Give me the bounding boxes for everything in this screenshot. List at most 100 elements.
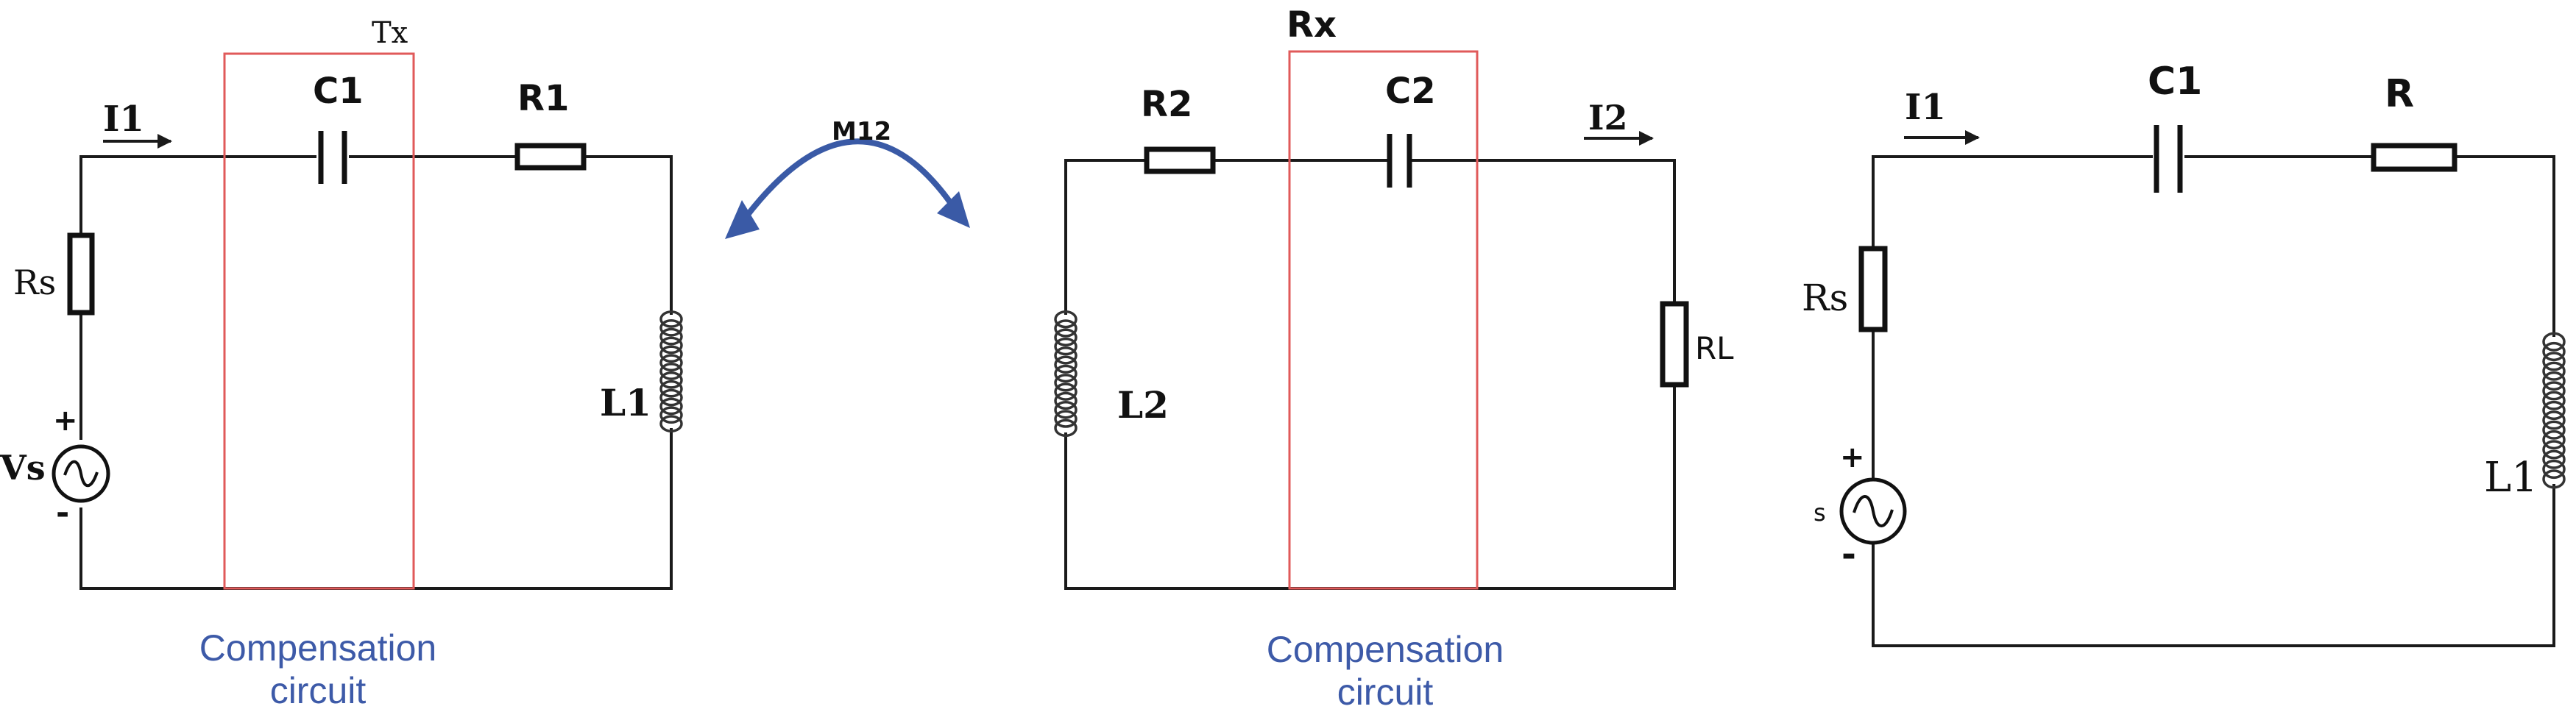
- coil-loop: [2542, 400, 2566, 421]
- coil-loop: [1054, 410, 1078, 428]
- label-rl: RL: [1695, 330, 1734, 366]
- transmitter-circuit: Tx I1 C1 R1 Rs L1 Vs + - Compensation ci…: [0, 16, 683, 711]
- compensation-box-rx: [1288, 50, 1479, 590]
- equivalent-circuit: I1 C1 R Rs L1 s + -: [1802, 60, 2566, 647]
- rx-top-wire-right: [1412, 159, 1676, 304]
- coil-loop: [2542, 430, 2566, 450]
- label-i1-eq: I1: [1905, 87, 1946, 128]
- label-vs: Vs: [0, 448, 46, 488]
- label-l1-eq: L1: [2484, 454, 2538, 502]
- coil-loop: [2542, 341, 2566, 362]
- coil-loop: [659, 336, 683, 355]
- coupling-arrowhead-left: [725, 200, 760, 239]
- label-c2: C2: [1385, 71, 1436, 112]
- resistor-r: [2371, 143, 2458, 172]
- coil-loop: [659, 345, 683, 363]
- coil-loop: [2542, 391, 2566, 410]
- compensation-box-tx: [223, 52, 415, 590]
- coil-loop: [1054, 401, 1078, 419]
- coil-loop: [659, 388, 683, 407]
- coil-loop: [2542, 332, 2566, 352]
- coupling-arc: [737, 138, 958, 227]
- label-s-eq: s: [1814, 499, 1826, 527]
- inductor-l1: [659, 310, 683, 432]
- coil-loop: [1054, 346, 1078, 365]
- coil-loop: [1054, 310, 1078, 329]
- resistor-r1: [514, 143, 587, 171]
- coil-loop: [1054, 391, 1078, 410]
- voltage-source: [52, 444, 110, 503]
- voltage-source-eq: [1839, 477, 1907, 545]
- coil-loop: [1054, 355, 1078, 374]
- label-m12: M12: [832, 117, 891, 146]
- coil-loop: [659, 318, 683, 337]
- tx-top-wire-right: [584, 155, 673, 315]
- coil-loop: [2542, 440, 2566, 460]
- coil-loop: [1054, 328, 1078, 346]
- coil-loop: [659, 327, 683, 346]
- compensation-label-line2: circuit: [270, 670, 367, 711]
- coil-loop: [2542, 371, 2566, 391]
- c3-left-top-wire: [1872, 155, 2153, 249]
- label-i2: I2: [1588, 98, 1628, 138]
- coupling-arrowhead-right: [937, 191, 970, 228]
- label-plus-1: +: [53, 404, 78, 438]
- coil-loop: [659, 310, 683, 328]
- compensation-label-line2-rx: circuit: [1337, 672, 1434, 713]
- label-minus-1: -: [56, 494, 69, 532]
- capacitor-c1: [318, 131, 347, 184]
- coil-loop: [2542, 469, 2566, 489]
- coil-loop: [659, 397, 683, 416]
- coil-loop: [659, 363, 683, 380]
- c3-bottom-wire: [1872, 484, 2555, 647]
- label-c1: C1: [313, 71, 364, 112]
- label-rx: Rx: [1287, 4, 1337, 46]
- coil-loop: [1054, 382, 1078, 401]
- inductor-l2: [1054, 310, 1078, 438]
- coil-loop: [659, 415, 683, 432]
- tx-top-wire-left: [79, 155, 316, 235]
- label-r-eq: R: [2385, 72, 2414, 116]
- label-rs-eq: Rs: [1802, 277, 1848, 319]
- coil-loop: [1054, 374, 1078, 392]
- label-r2: R2: [1141, 84, 1192, 125]
- resistor-rl: [1660, 301, 1689, 388]
- coil-loop: [659, 354, 683, 371]
- compensation-label-line1: Compensation: [199, 627, 436, 669]
- coil-loop: [2542, 459, 2566, 480]
- coil-loop: [2542, 361, 2566, 381]
- rx-left-top-wire: [1064, 159, 1147, 315]
- capacitor-c1-eq: [2154, 125, 2183, 193]
- coil-loop: [1054, 337, 1078, 356]
- label-rs: Rs: [13, 263, 56, 302]
- coil-loop: [659, 371, 683, 389]
- label-plus-3: +: [1840, 441, 1865, 474]
- c3-top-wire-right: [2455, 155, 2555, 337]
- label-l1: L1: [600, 381, 651, 424]
- label-minus-3: -: [1841, 534, 1856, 575]
- label-l2: L2: [1117, 383, 1169, 427]
- label-tx: Tx: [372, 16, 408, 50]
- coil-loop: [2542, 381, 2566, 401]
- label-i1: I1: [103, 99, 144, 140]
- compensation-label-line1-rx: Compensation: [1267, 629, 1504, 670]
- label-c1-eq: C1: [2148, 60, 2202, 104]
- receiver-circuit: Rx R2 C2 I2 RL L2 Compensation circuit: [1054, 4, 1734, 713]
- coil-loop: [1054, 319, 1078, 338]
- resistor-rs: [67, 232, 95, 316]
- coil-loop: [1054, 419, 1078, 438]
- coil-loop: [1054, 364, 1078, 383]
- capacitor-c2: [1387, 134, 1412, 188]
- coil-loop: [2542, 410, 2566, 430]
- label-r1: R1: [517, 78, 569, 119]
- tx-right-wire: [79, 428, 673, 590]
- coil-loop: [2542, 352, 2566, 371]
- inductor-l1-eq: [2542, 332, 2566, 489]
- coil-loop: [659, 406, 683, 424]
- mutual-coupling: M12: [725, 117, 970, 239]
- coil-loop: [2542, 420, 2566, 440]
- coil-loop: [659, 380, 683, 398]
- resistor-r2: [1144, 146, 1216, 174]
- coil-loop: [2542, 449, 2566, 469]
